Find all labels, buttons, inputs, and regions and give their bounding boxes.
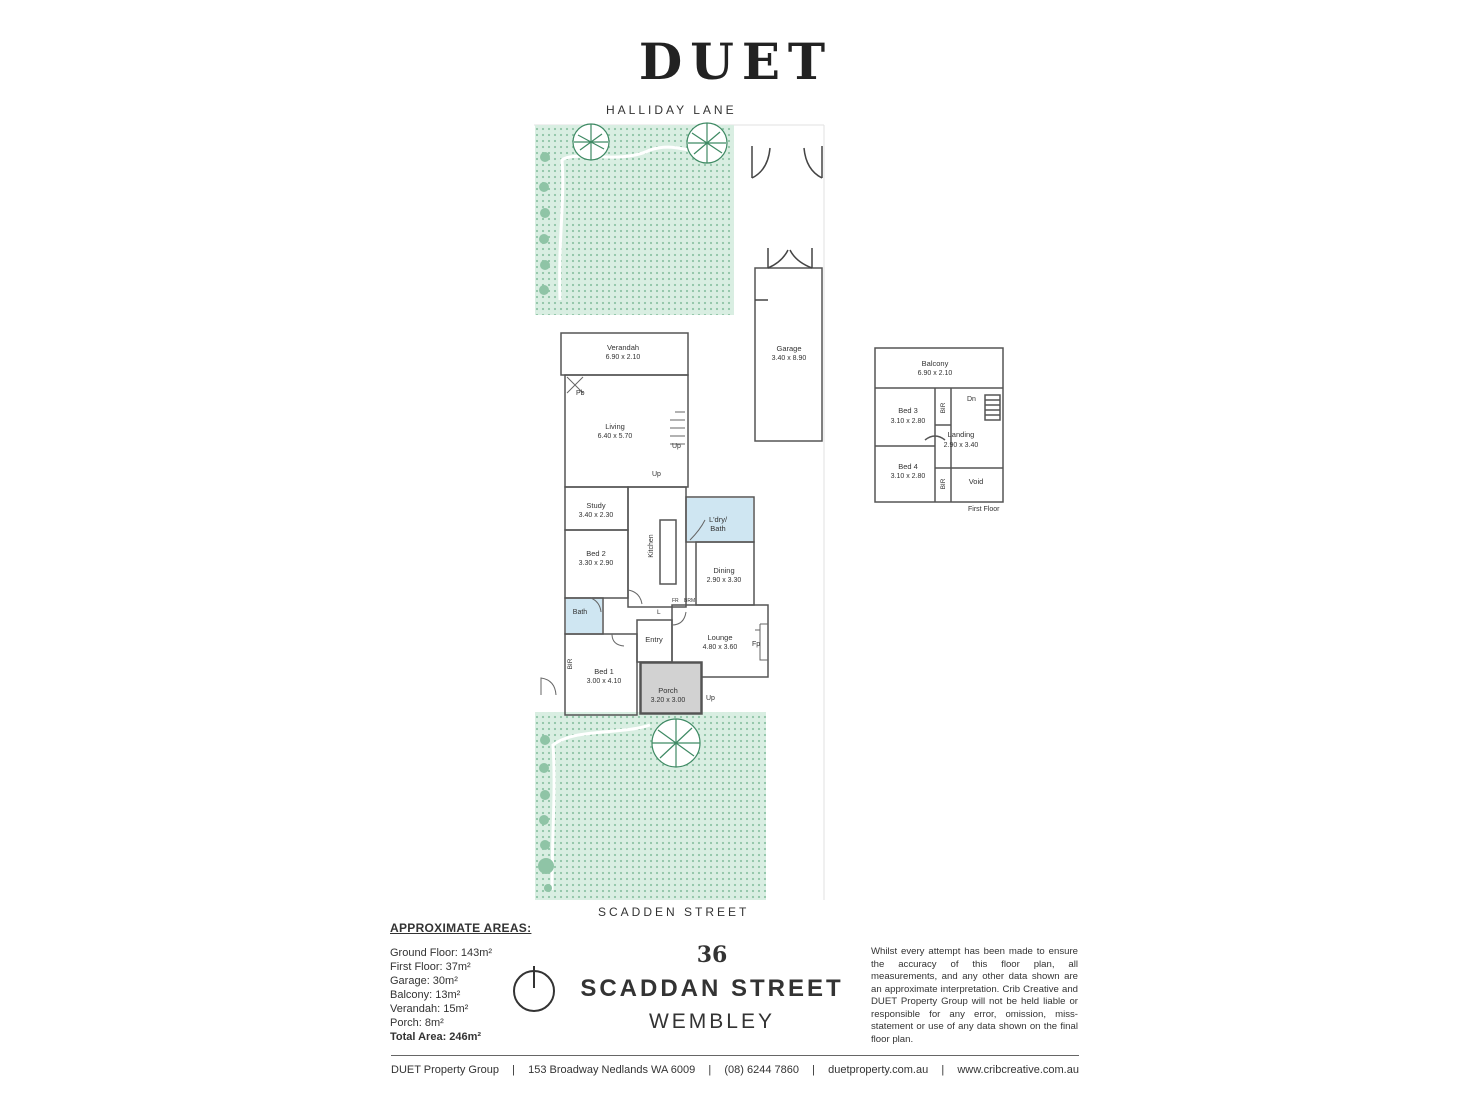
room-bed4-size: 3.10 x 2.80	[891, 473, 926, 480]
footer-separator: |	[708, 1064, 712, 1076]
room-laundry-name: L'dry/	[709, 515, 728, 524]
area-ground-floor: Ground Floor: 143m²	[390, 947, 493, 959]
brand-logo: DUET	[638, 32, 834, 91]
label-fireplace: Fp	[752, 641, 760, 648]
label-l: L	[657, 609, 661, 616]
tree-icon	[651, 718, 701, 768]
room-porch-size: 3.20 x 3.00	[651, 697, 686, 704]
room-living-name: Living	[605, 422, 625, 431]
room-garage-name: Garage	[776, 344, 801, 353]
street-label-top: HALLIDAY LANE	[606, 103, 737, 117]
room-void: Void	[969, 477, 984, 486]
area-verandah: Verandah: 15m²	[390, 1003, 469, 1015]
page-sheet	[183, 0, 1289, 1104]
rear-gate	[751, 146, 823, 179]
footer-separator: |	[812, 1064, 815, 1076]
tree-icon	[686, 122, 728, 164]
room-verandah-size: 6.90 x 2.10	[606, 354, 641, 361]
room-living-size: 6.40 x 5.70	[598, 433, 633, 440]
room-dining-size: 2.90 x 3.30	[707, 577, 742, 584]
footer-website-duet[interactable]: duetproperty.com.au	[828, 1064, 929, 1076]
room-lounge-size: 4.80 x 3.60	[703, 644, 738, 651]
address-street: SCADDAN STREET	[580, 975, 844, 1002]
room-bed2-name: Bed 2	[586, 549, 606, 558]
approximate-areas: APPROXIMATE AREAS: Ground Floor: 143m² F…	[390, 921, 531, 1044]
room-landing-name: Landing	[948, 430, 975, 439]
front-lawn	[535, 712, 766, 900]
room-bed3-size: 3.10 x 2.80	[891, 418, 926, 425]
room-study-name: Study	[586, 501, 605, 510]
north-compass-icon	[513, 966, 555, 1012]
tree-icon	[572, 123, 610, 161]
area-garage: Garage: 30m²	[390, 975, 458, 987]
garage	[754, 267, 823, 442]
room-bed4-name: Bed 4	[898, 462, 918, 471]
porch-fill	[640, 662, 702, 714]
areas-heading: APPROXIMATE AREAS:	[390, 921, 532, 935]
shrub-row	[538, 735, 554, 892]
room-landing-size: 2.90 x 3.40	[944, 442, 979, 449]
area-total: Total Area: 246m²	[390, 1031, 482, 1043]
label-fr: FR	[672, 598, 679, 604]
bath-fill	[566, 599, 602, 633]
room-entry: Entry	[645, 635, 663, 644]
footer-address: 153 Broadway Nedlands WA 6009	[528, 1064, 696, 1076]
compass-needle	[533, 966, 535, 988]
room-balcony-name: Balcony	[922, 359, 949, 368]
room-bed2-size: 3.30 x 2.90	[579, 560, 614, 567]
first-floor-walls	[874, 347, 1004, 503]
area-balcony: Balcony: 13m²	[390, 989, 461, 1001]
footer-website-crib[interactable]: www.cribcreative.com.au	[957, 1064, 1079, 1076]
label-bir-bed4: BIR	[940, 478, 947, 489]
shrub-row	[539, 152, 550, 295]
area-porch: Porch: 8m²	[390, 1017, 444, 1029]
first-floor-caption: First Floor	[968, 506, 1000, 513]
room-bath: Bath	[573, 609, 588, 616]
laundry-fill	[687, 498, 753, 541]
label-brm: BRM	[684, 598, 695, 604]
street-label-bottom: SCADDEN STREET	[598, 905, 750, 919]
garage-doors	[755, 248, 813, 301]
room-garage-size: 3.40 x 8.90	[772, 355, 807, 362]
room-dining-name: Dining	[713, 566, 734, 575]
ground-floor-walls	[560, 332, 769, 716]
room-bed1-size: 3.00 x 4.10	[587, 678, 622, 685]
area-first-floor: First Floor: 37m²	[390, 961, 471, 973]
room-pb: Pb	[576, 390, 585, 397]
front-lawn-edge	[550, 723, 651, 891]
room-porch-name: Porch	[658, 686, 678, 695]
disclaimer-text: Whilst every attempt has been made to en…	[871, 946, 1078, 1045]
label-bir-bed3: BIR	[940, 402, 947, 413]
room-bed3-name: Bed 3	[898, 406, 918, 415]
label-bir-bed1: BIR	[567, 658, 574, 669]
label-up-stairs: Up	[672, 443, 681, 450]
footer-separator: |	[512, 1064, 515, 1076]
footer-divider	[391, 1055, 1079, 1056]
room-verandah-name: Verandah	[607, 343, 639, 352]
footer-separator: |	[941, 1064, 945, 1076]
footer-phone: (08) 6244 7860	[724, 1064, 800, 1076]
footer-company: DUET Property Group	[391, 1064, 500, 1076]
room-laundry-name2: Bath	[710, 524, 725, 533]
room-kitchen: Kitchen	[648, 534, 655, 557]
label-up-porch: Up	[706, 695, 715, 702]
address-number: 36	[696, 942, 728, 968]
room-lounge-name: Lounge	[707, 633, 732, 642]
label-down-stairs: Dn	[967, 396, 976, 403]
door-swings	[540, 376, 768, 696]
address-suburb: WEMBLEY	[648, 1010, 776, 1033]
room-study-size: 3.40 x 2.30	[579, 512, 614, 519]
room-balcony-size: 6.90 x 2.10	[918, 370, 953, 377]
room-bed1-name: Bed 1	[594, 667, 614, 676]
footer: DUET Property Group | 153 Broadway Nedla…	[391, 1064, 1079, 1076]
label-up-step: Up	[652, 471, 661, 478]
